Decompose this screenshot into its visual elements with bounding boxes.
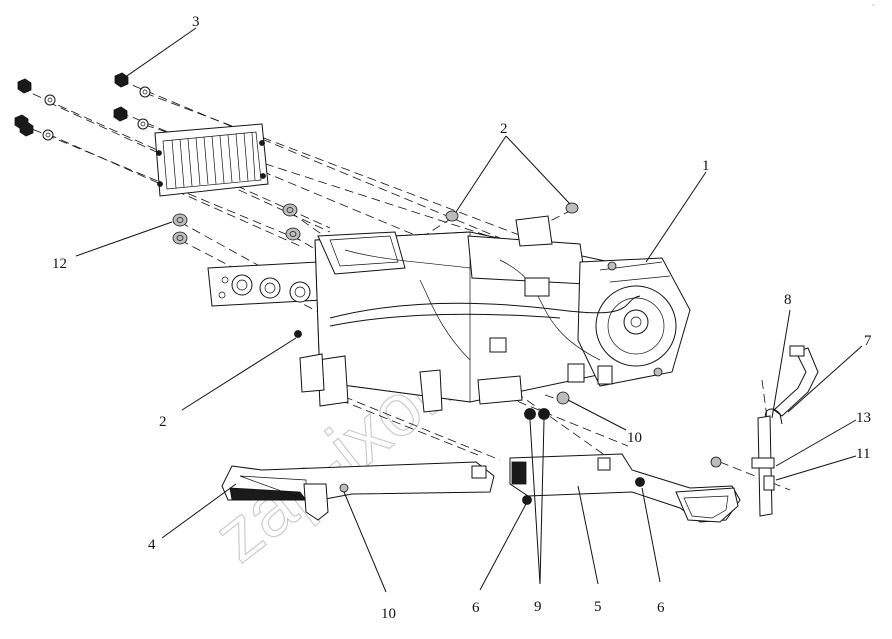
callout-2-left: 2 bbox=[159, 414, 167, 430]
callout-6-right: 6 bbox=[657, 600, 665, 616]
callout-2-top: 2 bbox=[500, 121, 508, 137]
callout-labels: 1 2 2 3 4 5 6 6 7 8 9 10 10 11 12 13 bbox=[52, 14, 872, 622]
callout-11: 11 bbox=[856, 446, 870, 462]
callout-13: 13 bbox=[856, 410, 871, 426]
callout-4: 4 bbox=[148, 537, 156, 553]
callout-7: 7 bbox=[864, 333, 872, 349]
callout-8: 8 bbox=[784, 292, 792, 308]
callout-1: 1 bbox=[702, 158, 710, 174]
cabin-filter-frame bbox=[154, 123, 269, 197]
drain-hose-assembly bbox=[710, 345, 819, 517]
callout-6-left: 6 bbox=[472, 600, 480, 616]
leader-lines bbox=[75, 27, 863, 593]
callout-3: 3 bbox=[192, 14, 200, 30]
callout-10-right: 10 bbox=[627, 430, 642, 446]
top-nuts bbox=[445, 202, 579, 222]
callout-5: 5 bbox=[594, 599, 602, 615]
heater-assembly-main-unit bbox=[207, 215, 691, 413]
corner-mark: °⁻ bbox=[872, 4, 877, 10]
mounting-nuts-and-washers bbox=[14, 72, 151, 141]
rubber-grommets bbox=[172, 203, 301, 245]
callout-12: 12 bbox=[52, 256, 67, 272]
callout-10-bottom: 10 bbox=[381, 606, 396, 622]
small-fasteners bbox=[522, 391, 645, 505]
callout-9: 9 bbox=[534, 599, 542, 615]
left-floor-duct bbox=[221, 461, 495, 521]
right-floor-duct bbox=[509, 453, 741, 523]
